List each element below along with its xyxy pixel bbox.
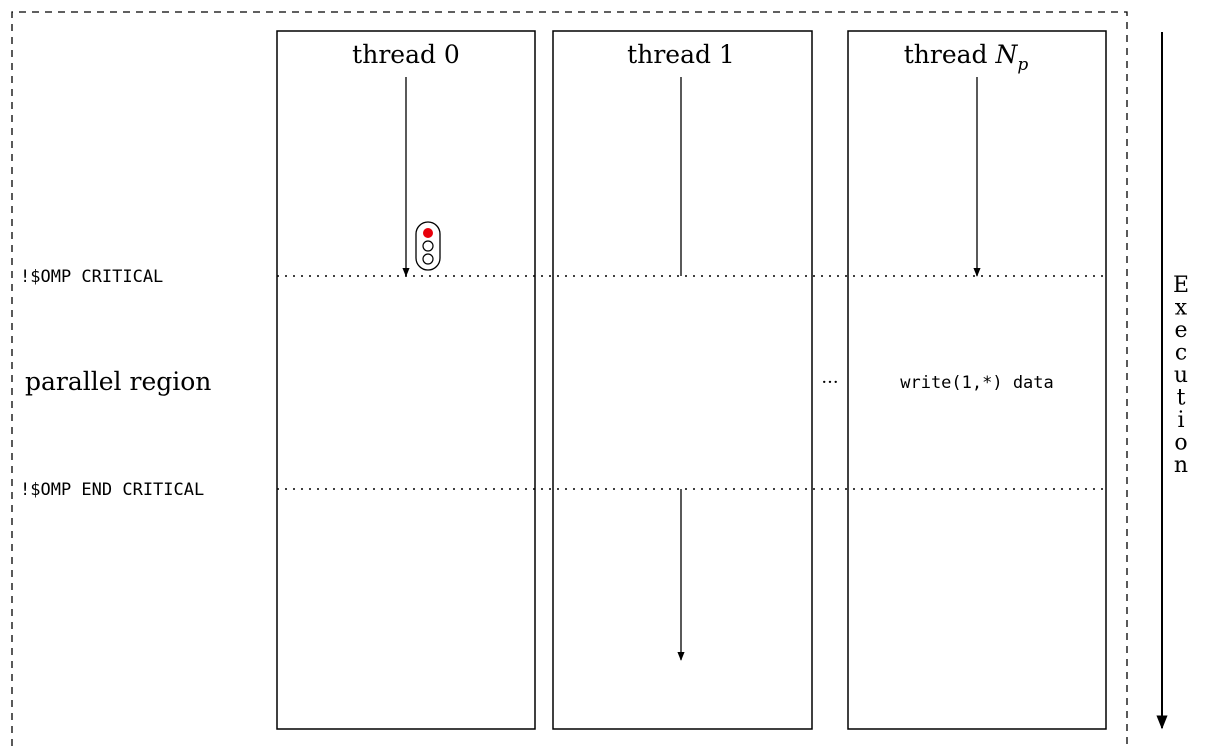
parallel-region-label: parallel region	[25, 367, 211, 396]
critical-end-label: !$OMP END CRITICAL	[20, 480, 204, 500]
ellipsis: ···	[821, 372, 838, 393]
thread-np-label: thread Np	[904, 40, 1029, 75]
write-statement: write(1,*) data	[900, 373, 1054, 393]
green-light	[422, 253, 434, 265]
critical-start-label: !$OMP CRITICAL	[20, 267, 163, 287]
thread-0-box	[276, 30, 536, 730]
thread-0-label: thread 0	[352, 40, 460, 69]
parallel-region-frame	[11, 11, 1128, 746]
thread-np-box	[847, 30, 1107, 730]
thread-1-box	[552, 30, 813, 730]
traffic-light-icon	[415, 221, 441, 271]
thread-1-label: thread 1	[627, 40, 735, 69]
yellow-light	[422, 240, 434, 252]
red-light	[423, 228, 433, 238]
